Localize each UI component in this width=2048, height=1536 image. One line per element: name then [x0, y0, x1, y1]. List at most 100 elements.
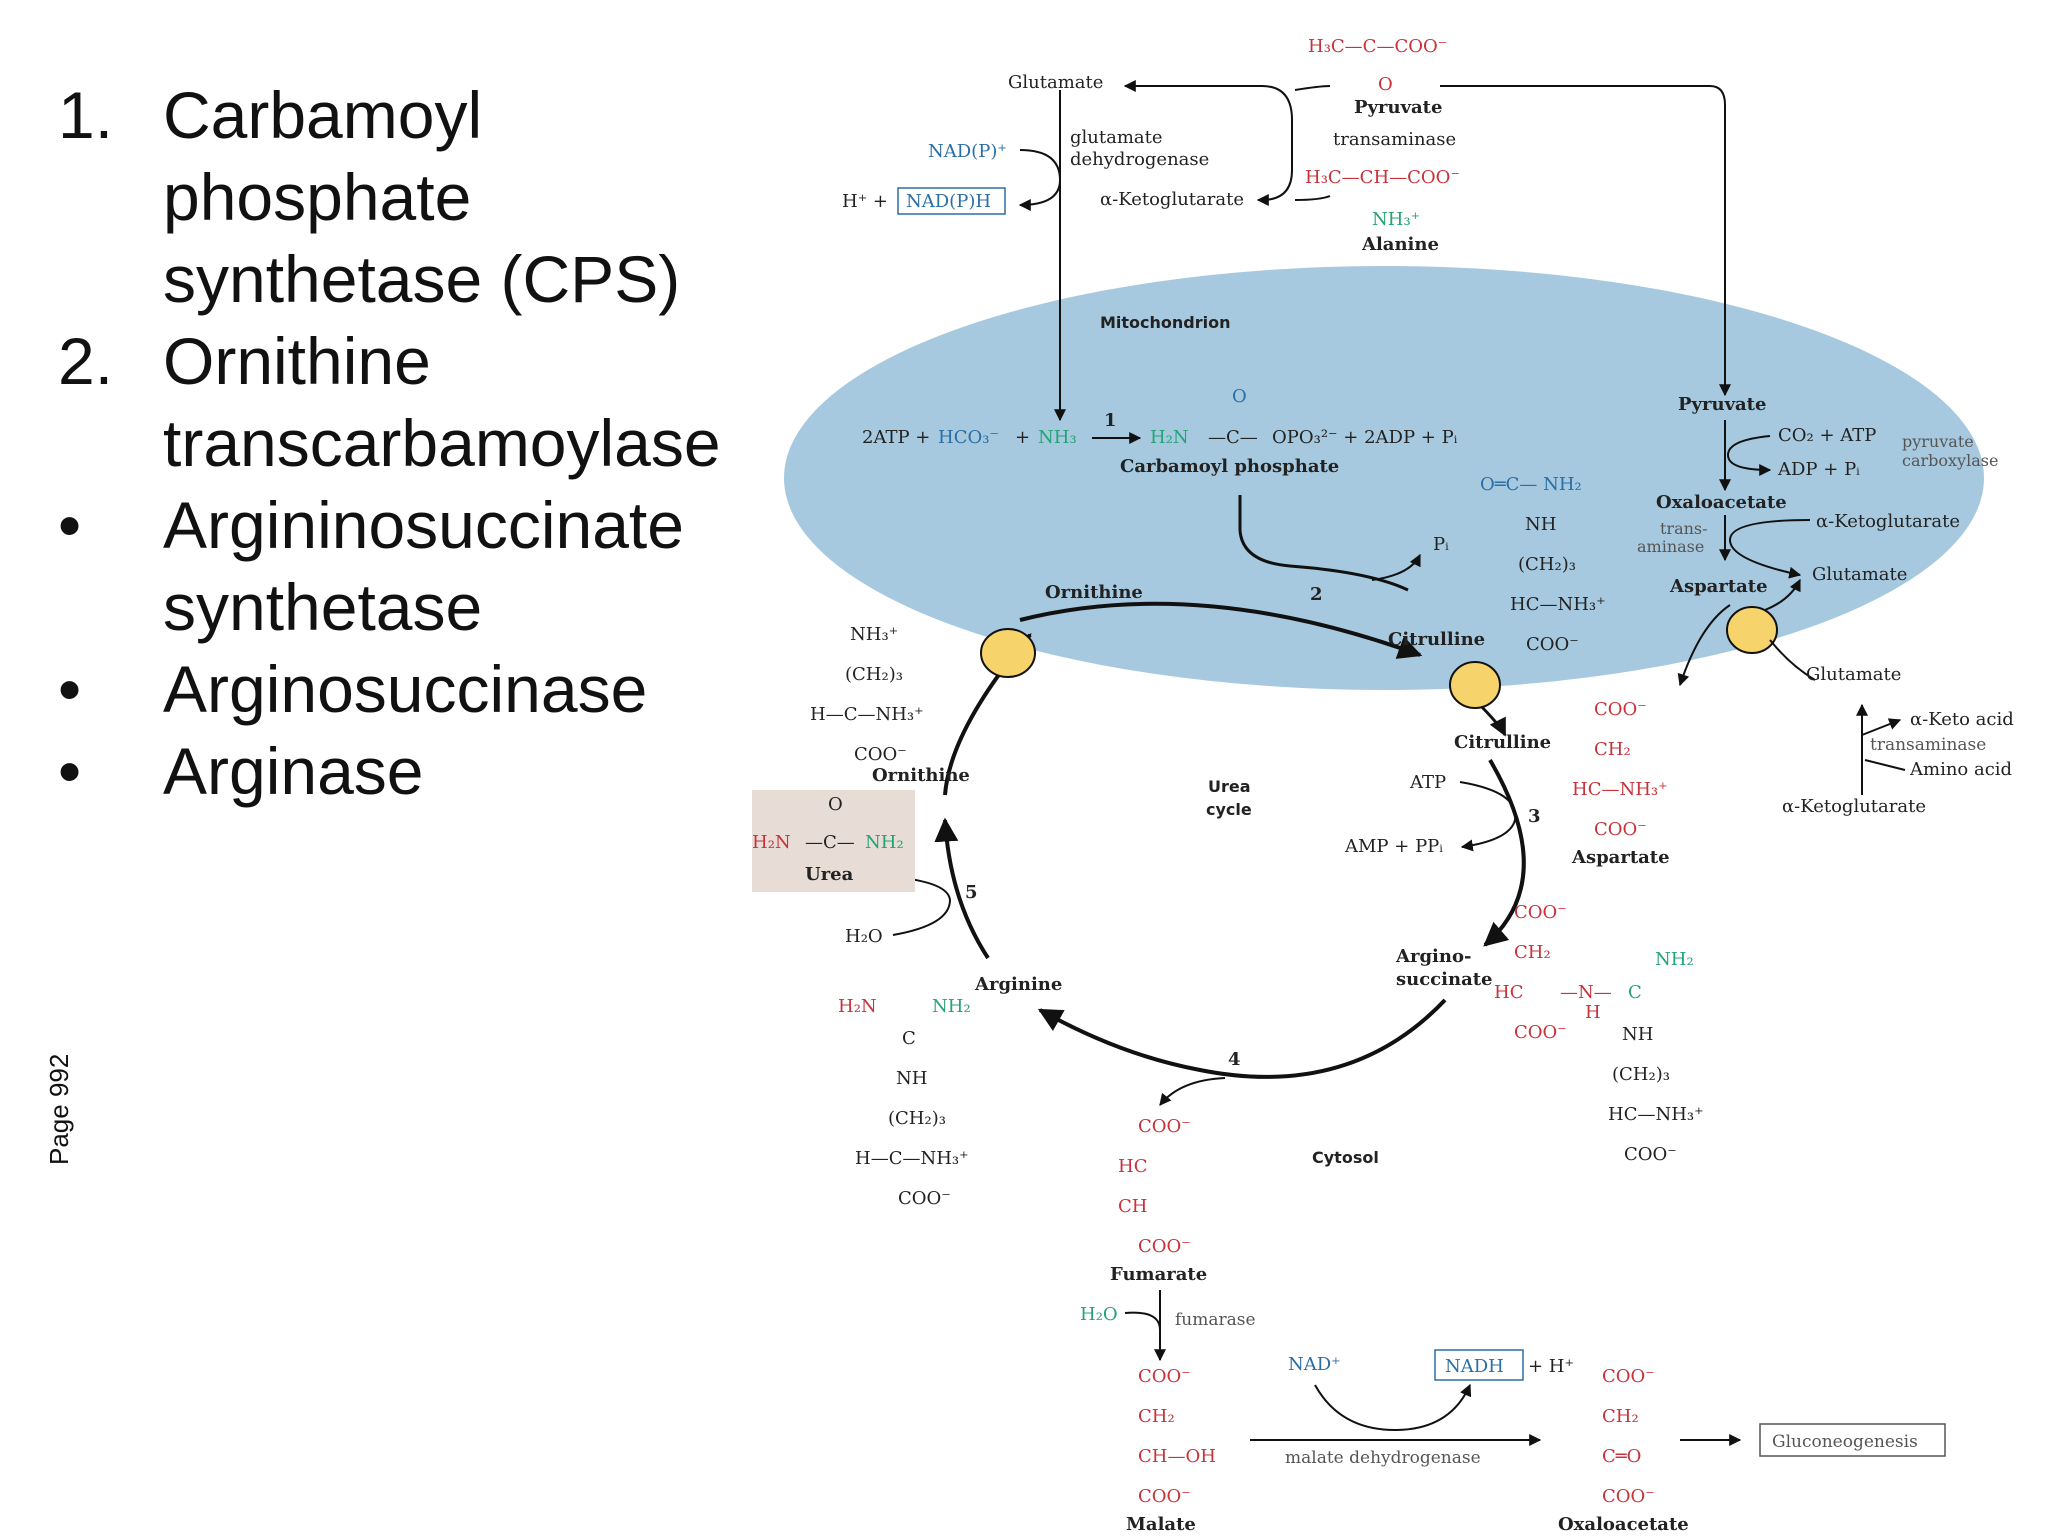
- arrow-keto-acid: [1861, 718, 1902, 736]
- urea-box: [752, 790, 915, 892]
- arrow-to-akg: [1256, 85, 1293, 206]
- amino-acid-line: [1864, 759, 1906, 771]
- gdh-label: dehydrogenase: [1070, 149, 1209, 170]
- pyruvate-mito-label: Pyruvate: [1678, 394, 1766, 415]
- arginine-struct-line: COO⁻: [898, 1188, 951, 1209]
- step-number-4: 4: [1228, 1049, 1241, 1070]
- akg-mito-label: α-Ketoglutarate: [1816, 511, 1960, 532]
- nh3-label: NH₃: [1038, 427, 1077, 448]
- argsucc-nh2: NH₂: [1655, 949, 1694, 970]
- fumarate-label: Fumarate: [1110, 1264, 1207, 1285]
- transaminase-mito-label: aminase: [1637, 537, 1704, 556]
- fumarase-label: fumarase: [1175, 1310, 1256, 1330]
- bracket-alanine: [1294, 195, 1331, 201]
- arginine-struct-line: H—C—NH₃⁺: [855, 1148, 969, 1169]
- pc-label: pyruvate: [1902, 432, 1974, 451]
- argsucc-label: Argino-: [1395, 946, 1471, 967]
- citrulline-cyto-label: Citrulline: [1454, 732, 1551, 753]
- oaa-struct-line: CH₂: [1602, 1406, 1639, 1427]
- transaminase-mito-label: trans-: [1660, 519, 1708, 538]
- cytosol-label: Cytosol: [1312, 1148, 1379, 1167]
- arginine-h2n: H₂N: [838, 996, 877, 1017]
- step-number-2: 2: [1310, 584, 1323, 605]
- pyruvate-structure: H₃C—C—COO⁻: [1308, 36, 1447, 57]
- h2o-fumarase-label: H₂O: [1080, 1304, 1118, 1325]
- citrulline-struct-head: O═C— NH₂: [1480, 474, 1582, 495]
- arrow-atp-in: [1459, 781, 1517, 852]
- hco3-label: HCO₃⁻: [938, 427, 999, 448]
- argsucc-c: C: [1628, 982, 1642, 1003]
- arrow-pi-out: [1371, 553, 1421, 581]
- urea-oxygen: O: [828, 794, 843, 815]
- keto-acid-label: α-Keto acid: [1910, 709, 2014, 730]
- alanine-structure: H₃C—CH—COO⁻: [1305, 167, 1460, 188]
- oaa-mito-label: Oxaloacetate: [1656, 492, 1787, 513]
- gluconeogenesis-label: Gluconeogenesis: [1772, 1432, 1918, 1452]
- list-marker: •: [58, 652, 82, 726]
- fumarate-struct-line: CH: [1118, 1196, 1147, 1217]
- urea-c: —C—: [805, 832, 855, 853]
- pyruvate-oxygen: O: [1378, 74, 1393, 95]
- ornithine-mito-label: Ornithine: [1045, 582, 1143, 603]
- argsucc-red-line: COO⁻: [1514, 902, 1567, 923]
- argsucc-struct-line: HC—NH₃⁺: [1608, 1104, 1704, 1125]
- citrulline-mito-label: Citrulline: [1388, 629, 1485, 650]
- malate-struct-line: COO⁻: [1138, 1366, 1191, 1387]
- mdh-label: malate dehydrogenase: [1285, 1448, 1481, 1468]
- malate-label: Malate: [1126, 1514, 1196, 1535]
- arrow-nadp: [1018, 149, 1062, 211]
- citrulline-struct-line: HC—NH₃⁺: [1510, 594, 1606, 615]
- enzyme-list: 1.Carbamoyl phosphate synthetase (CPS) 2…: [58, 74, 758, 812]
- step-number-1: 1: [1104, 410, 1117, 431]
- aspartate-struct-line: COO⁻: [1594, 819, 1647, 840]
- enzyme-name: Argininosuccinate synthetase: [163, 488, 684, 644]
- alanine-label: Alanine: [1361, 234, 1439, 255]
- citrulline-carrier: [1449, 661, 1501, 709]
- arginine-label: Arginine: [974, 974, 1062, 995]
- enzyme-item-2: 2.Ornithine transcarbamoylase: [58, 320, 758, 484]
- malate-struct-line: CH—OH: [1138, 1446, 1216, 1467]
- enzyme-name: Arginosuccinase: [163, 652, 648, 726]
- aspartate-mito-label: Aspartate: [1669, 576, 1768, 597]
- aspartate-carrier: [1726, 606, 1778, 654]
- arrow-carboxylase: [1726, 435, 1772, 476]
- arginine-struct-line: NH: [896, 1068, 927, 1089]
- plus-label: +: [1015, 427, 1030, 448]
- ornithine-struct-line: NH₃⁺: [850, 624, 898, 645]
- aspartate-label: Aspartate: [1571, 847, 1670, 868]
- nadh-label: NADH: [1445, 1356, 1504, 1377]
- arrow-aspartate-out: [1677, 604, 1731, 687]
- argsucc-red-line: COO⁻: [1514, 1022, 1567, 1043]
- nadph-label: NAD(P)H: [906, 191, 991, 212]
- akg-lower-label: α-Ketoglutarate: [1782, 796, 1926, 817]
- aspartate-struct-line: CH₂: [1594, 739, 1631, 760]
- mitochondrion-compartment: [784, 266, 1984, 690]
- glutamate-label: Glutamate: [1008, 72, 1103, 93]
- akg-label: α-Ketoglutarate: [1100, 189, 1244, 210]
- pi-label: Pᵢ: [1433, 534, 1449, 555]
- malate-struct-line: COO⁻: [1138, 1486, 1191, 1507]
- citrulline-struct-line: (CH₂)₃: [1518, 554, 1576, 575]
- enzyme-item-4: • Arginosuccinase: [58, 648, 758, 730]
- h2o-label: H₂O: [845, 926, 883, 947]
- enzyme-item-3: •Argininosuccinate synthetase: [58, 484, 758, 648]
- arrow-step-4: [1037, 998, 1447, 1079]
- citrulline-struct-line: NH: [1525, 514, 1556, 535]
- carbamoyl-h2n: H₂N: [1150, 427, 1189, 448]
- aspartate-struct-line: HC—NH₃⁺: [1572, 779, 1668, 800]
- fumarate-struct-line: COO⁻: [1138, 1236, 1191, 1257]
- mitochondrion-label: Mitochondrion: [1100, 313, 1231, 332]
- citrulline-struct-line: COO⁻: [1526, 634, 1579, 655]
- argsucc-red-line: HC: [1494, 982, 1523, 1003]
- carbamoyl-o: O: [1232, 386, 1247, 407]
- argsucc-n-link: —N—: [1560, 982, 1612, 1003]
- transaminase-top-label: transaminase: [1333, 129, 1456, 150]
- pc-label: carboxylase: [1902, 451, 1998, 470]
- opo3-label: OPO₃²⁻ + 2ADP + Pᵢ: [1272, 427, 1458, 448]
- enzyme-name: Carbamoyl phosphate synthetase (CPS): [163, 78, 681, 316]
- oaa-struct-line: COO⁻: [1602, 1486, 1655, 1507]
- carbamoyl-phosphate-label: Carbamoyl phosphate: [1120, 456, 1339, 477]
- nadh-box: [1434, 1349, 1524, 1381]
- bracket-pyruvate: [1294, 85, 1331, 91]
- arrow-to-fumarate: [1159, 1077, 1226, 1106]
